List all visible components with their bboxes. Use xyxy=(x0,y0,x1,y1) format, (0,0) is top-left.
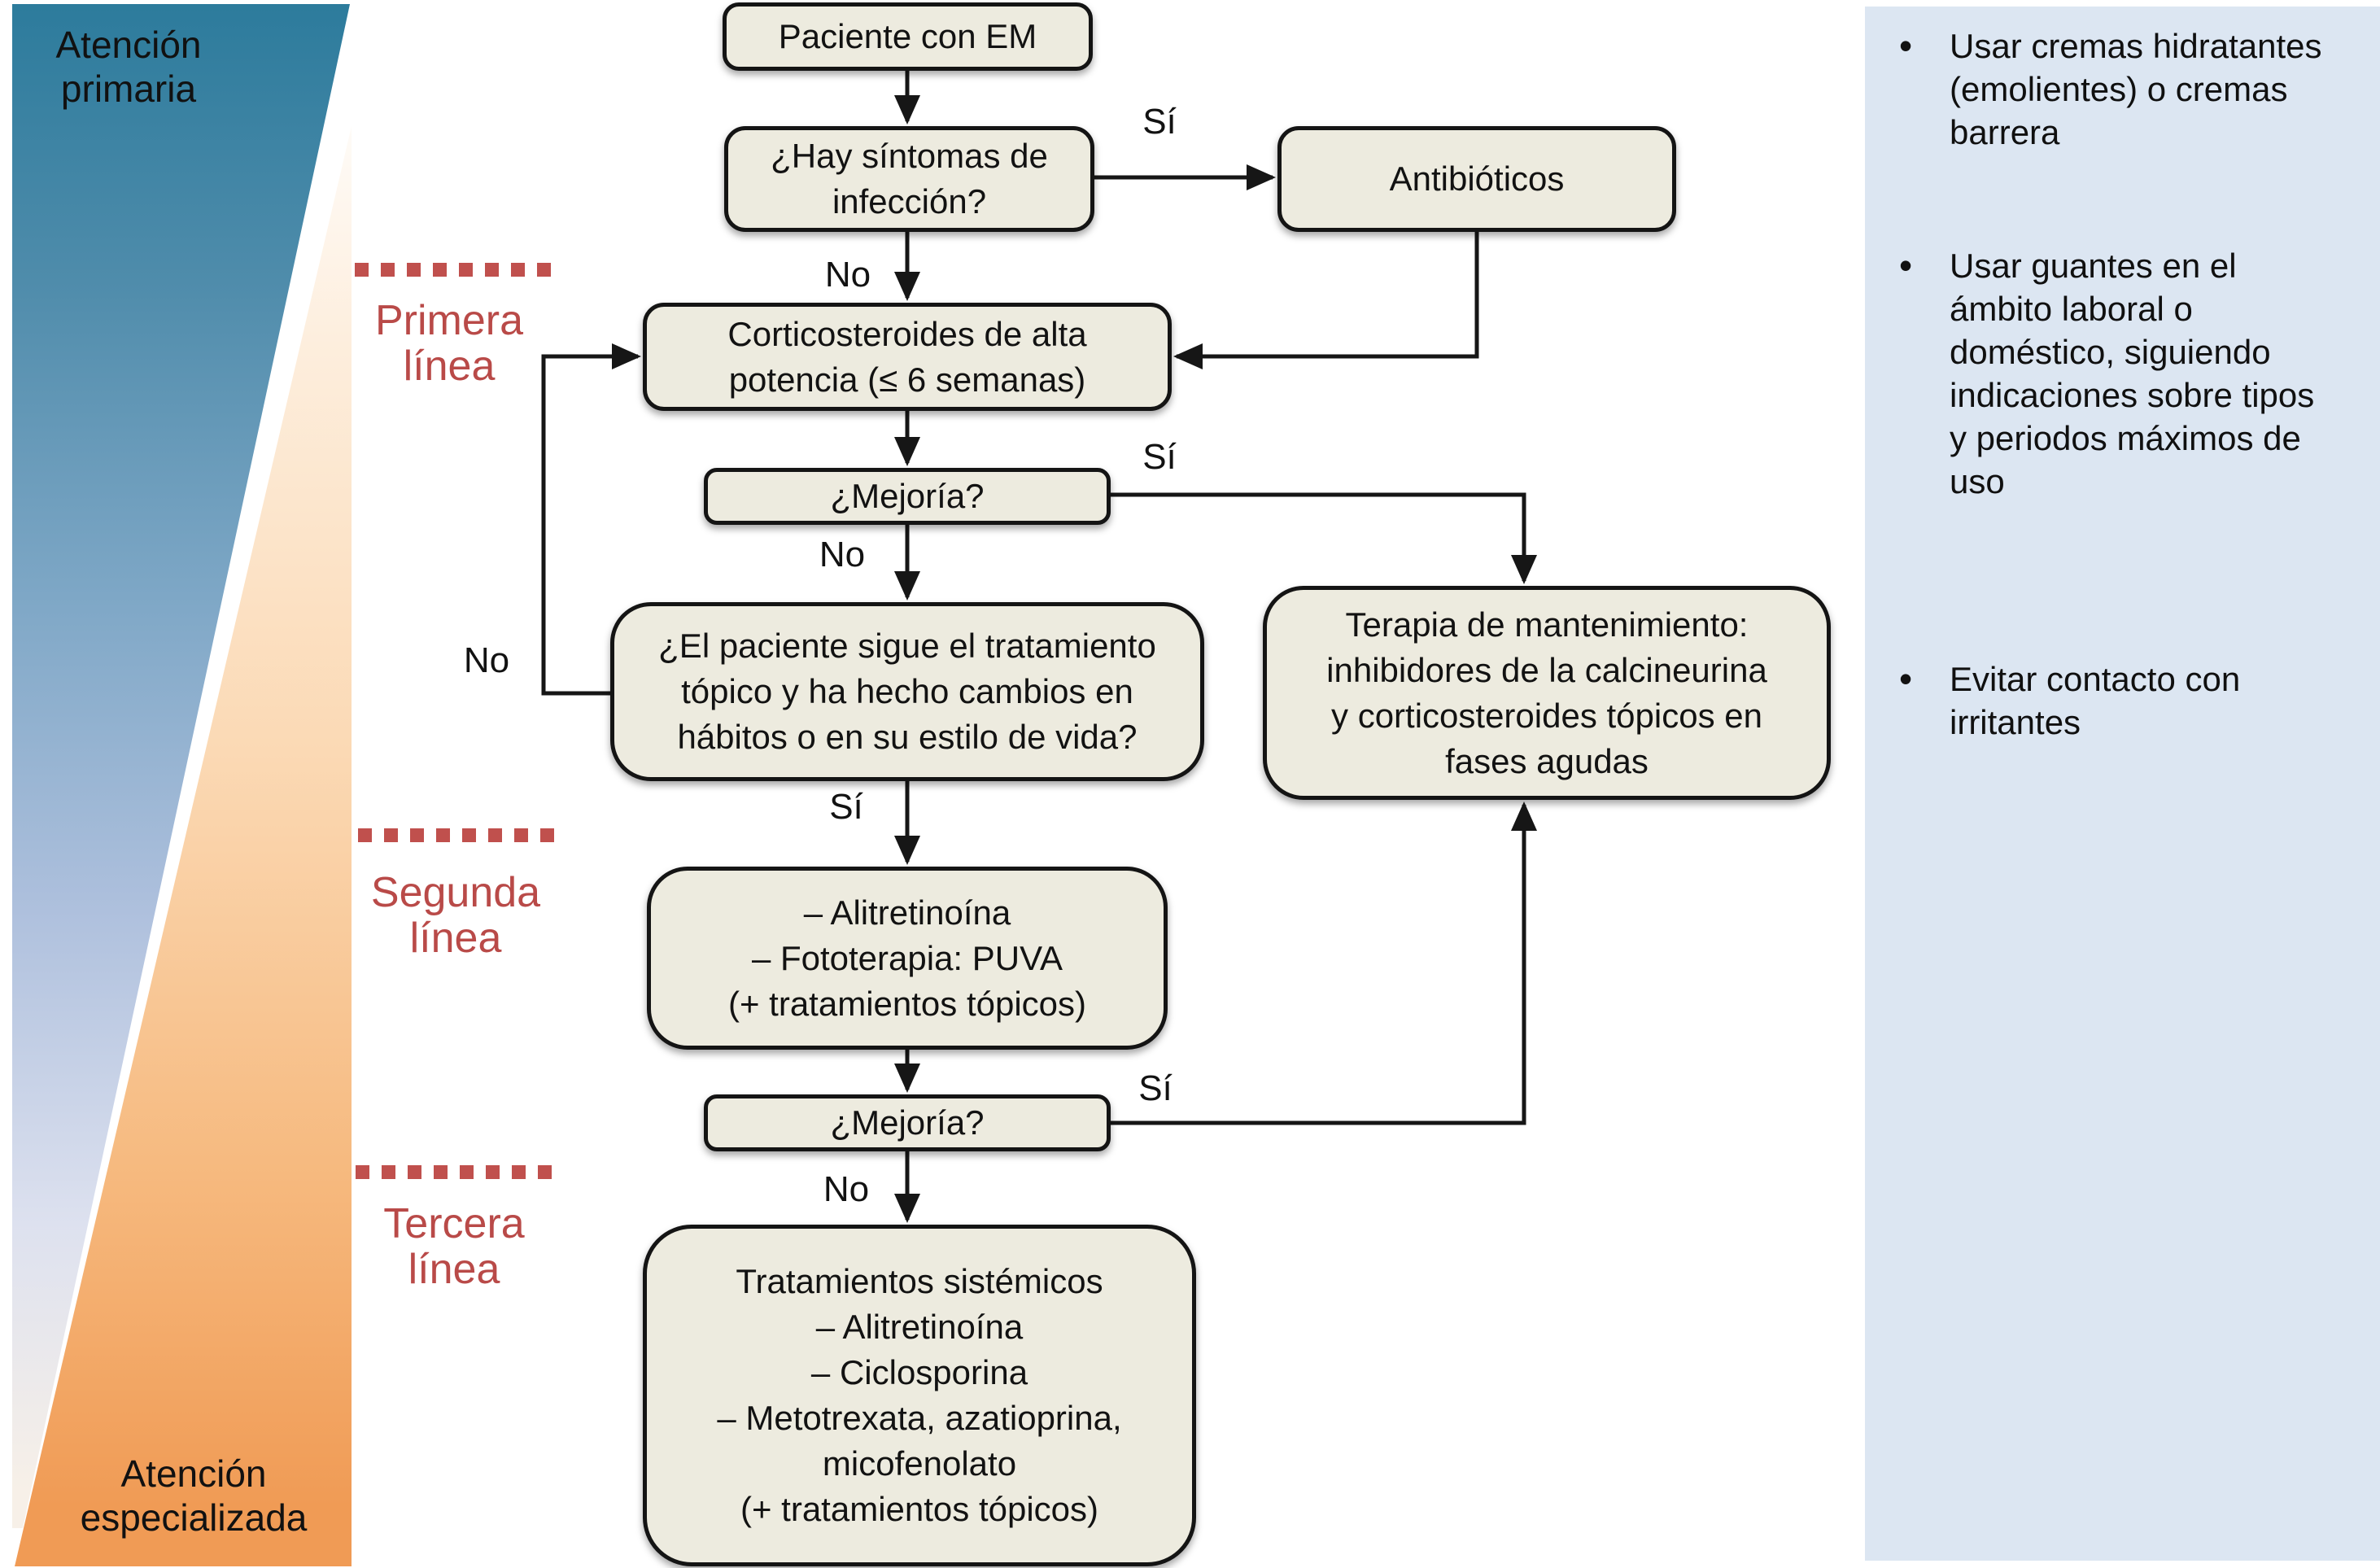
flow-node-systemic-treatments-label: Tratamientos sistémicos – Alitretinoína … xyxy=(717,1262,1122,1528)
stage-label-tercera: Tercera línea xyxy=(383,1200,525,1293)
bullet-marker: • xyxy=(1899,657,1913,700)
specialized-care-label: Atención especializada xyxy=(80,1452,308,1539)
primary-care-label: Atención primaria xyxy=(55,24,202,110)
flow-node-improvement-2-label: ¿Mejoría? xyxy=(830,1103,985,1142)
edge-label-no-adherence: No xyxy=(463,640,510,680)
arrow-antibiotics-to-corticosteroids xyxy=(1173,232,1479,369)
edge-label-no-improvement-2: No xyxy=(823,1169,870,1209)
flow-node-adherence-question: ¿El paciente sigue el tratamiento tópico… xyxy=(610,602,1204,781)
flow-node-maintenance-therapy-label: Terapia de mantenimiento: inhibidores de… xyxy=(1326,605,1767,780)
bullet-text: Usar guantes en el ámbito laboral o domé… xyxy=(1950,247,2315,500)
separator-primera xyxy=(355,263,551,277)
flow-node-patient: Paciente con EM xyxy=(723,2,1093,71)
separator-segunda xyxy=(358,828,554,842)
flow-node-improvement-1-label: ¿Mejoría? xyxy=(830,477,985,515)
bullet-marker: • xyxy=(1899,24,1913,67)
edge-label-yes-adherence: Sí xyxy=(829,787,863,827)
arrow-improvement2-yes-maintenance xyxy=(1111,801,1537,1125)
edge-label-yes-infection: Sí xyxy=(1142,102,1177,142)
flow-node-second-line-treatments-label: – Alitretinoína – Fototerapia: PUVA (+ t… xyxy=(727,893,1086,1023)
flow-node-adherence-question-label: ¿El paciente sigue el tratamiento tópico… xyxy=(658,627,1156,756)
flow-node-antibiotics: Antibióticos xyxy=(1277,126,1676,232)
separator-tercera xyxy=(356,1165,552,1179)
stage-label-segunda: Segunda línea xyxy=(370,869,541,962)
flow-node-corticosteroids: Corticosteroides de alta potencia (≤ 6 s… xyxy=(643,303,1172,411)
flow-node-infection-question-label: ¿Hay síntomas de infección? xyxy=(771,137,1048,221)
flow-node-systemic-treatments: Tratamientos sistémicos – Alitretinoína … xyxy=(643,1225,1196,1566)
bullet-item: • Usar guantes en el ámbito laboral o do… xyxy=(1865,244,2353,503)
bullet-item: • Usar cremas hidratantes (emolientes) o… xyxy=(1865,24,2353,154)
flow-node-second-line-treatments: – Alitretinoína – Fototerapia: PUVA (+ t… xyxy=(647,867,1168,1050)
flow-node-corticosteroids-label: Corticosteroides de alta potencia (≤ 6 s… xyxy=(727,314,1087,399)
edge-label-no-infection: No xyxy=(824,255,871,295)
bullet-text: Evitar contacto con irritantes xyxy=(1950,660,2241,741)
bullet-text: Usar cremas hidratantes (emolientes) o c… xyxy=(1950,27,2322,151)
flow-node-maintenance-therapy: Terapia de mantenimiento: inhibidores de… xyxy=(1263,586,1831,800)
edge-label-yes-improvement-2: Sí xyxy=(1138,1068,1173,1108)
flow-node-improvement-2: ¿Mejoría? xyxy=(704,1094,1111,1151)
arrow-adherence-no-loop-corticosteroids xyxy=(541,343,641,696)
edge-label-no-improvement-1: No xyxy=(819,535,866,574)
flow-node-patient-label: Paciente con EM xyxy=(778,17,1037,55)
arrow-improvement1-yes-maintenance xyxy=(1111,492,1537,584)
edge-label-yes-improvement-1: Sí xyxy=(1142,437,1177,477)
recommendations-panel: • Usar cremas hidratantes (emolientes) o… xyxy=(1865,7,2380,1561)
flow-node-antibiotics-label: Antibióticos xyxy=(1389,159,1565,198)
bullet-marker: • xyxy=(1899,244,1913,286)
stage-label-primera: Primera línea xyxy=(374,297,524,390)
flow-node-infection-question: ¿Hay síntomas de infección? xyxy=(724,126,1094,232)
bullet-item: • Evitar contacto con irritantes xyxy=(1865,657,2353,744)
flow-node-improvement-1: ¿Mejoría? xyxy=(704,468,1111,525)
